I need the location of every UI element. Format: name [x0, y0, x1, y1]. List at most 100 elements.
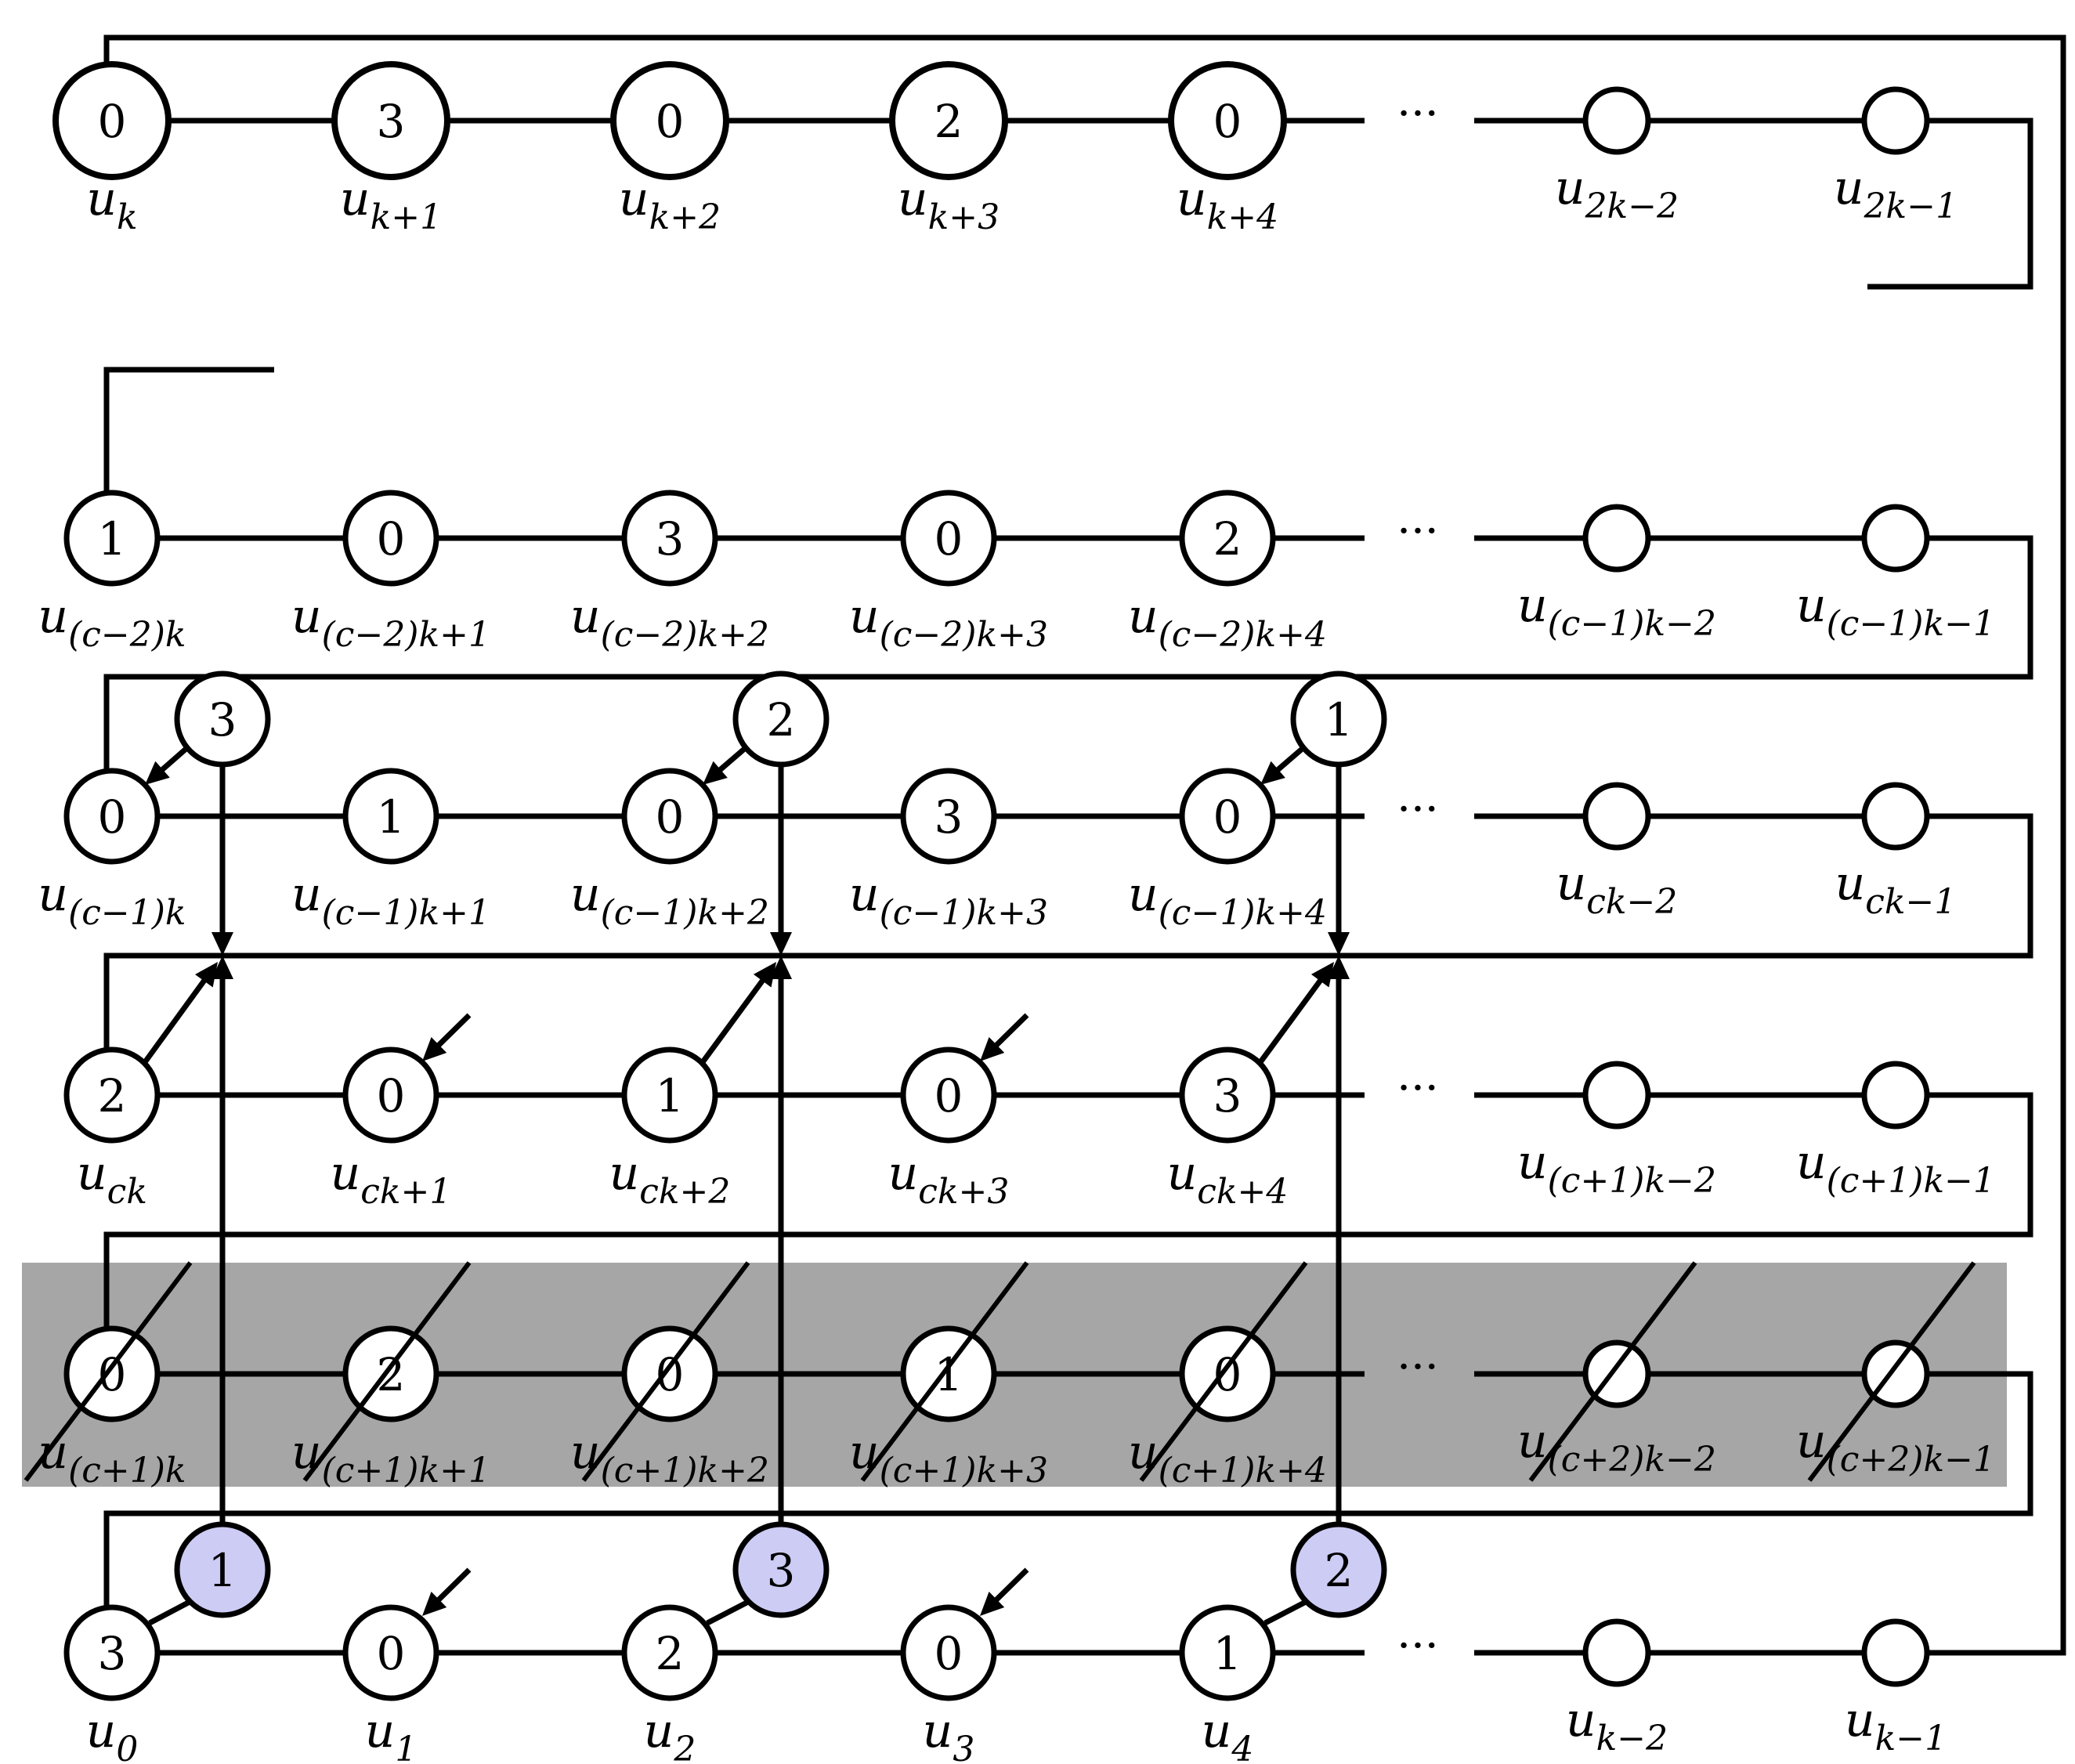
vertex-value: 0 [656, 790, 685, 844]
vertex-label: u1 [365, 1704, 418, 1764]
vertex [1582, 782, 1651, 851]
connector-row-turn [103, 1371, 2033, 1653]
vertex-value: 1 [656, 1069, 685, 1122]
vertex [52, 61, 172, 180]
vertex-label: uk+3 [898, 172, 1000, 237]
vertex-value: 0 [98, 95, 127, 148]
satellite-arrow [157, 743, 192, 775]
vertex-label: uk−1 [1845, 1693, 1947, 1759]
ellipsis: ··· [1397, 89, 1438, 139]
vertex-label: u2 [644, 1704, 696, 1764]
vertex-label: u(c+1)k+1 [291, 1425, 490, 1491]
vertex [1861, 504, 1930, 573]
stub-arrow-head [422, 1036, 447, 1061]
satellite-vertex [174, 671, 271, 768]
vertex [621, 1046, 718, 1144]
vertex-label: u(c−1)k+4 [1128, 867, 1327, 933]
vertex [1582, 504, 1651, 573]
stub-arrow-head [422, 1591, 447, 1616]
vertex-label: uck+3 [888, 1146, 1010, 1212]
vertex [63, 1604, 161, 1701]
vertex-label: u(c−2)k+1 [291, 589, 490, 655]
vertex-label: u(c−1)k [38, 867, 186, 933]
vertex [889, 61, 1008, 180]
vertex-value: 1 [377, 790, 406, 844]
vertex-label: u(c−1)k+1 [291, 867, 490, 933]
vertex-value: 3 [377, 95, 406, 148]
strike-slash [302, 1261, 472, 1482]
connector-row-turn [103, 813, 2033, 1095]
vertex-value: 3 [934, 790, 963, 844]
vertex-label: u2k−2 [1555, 161, 1679, 226]
strike-slash [860, 1261, 1029, 1482]
vertex-label: u(c−2)k+2 [570, 589, 769, 655]
vertex-label: u(c−1)k+2 [570, 867, 769, 933]
vertex-label: u(c+1)k+2 [570, 1425, 769, 1491]
vertex [1582, 1618, 1651, 1687]
strike-layer [23, 1261, 1976, 1482]
vertex [63, 490, 161, 587]
strike-slash [1807, 1261, 1976, 1482]
vertex-label: u(c−2)k [38, 589, 186, 655]
arrow-layer [143, 743, 1350, 1616]
vertex-label: uck+1 [331, 1146, 452, 1212]
vertex-label: uck+4 [1167, 1146, 1289, 1212]
stub-arrow-head [980, 1591, 1005, 1616]
vertex-label: u0 [86, 1704, 139, 1764]
vertex-label: u2k−1 [1834, 161, 1958, 226]
vertex-value: 2 [656, 1627, 685, 1680]
vertex [621, 1604, 718, 1701]
highlighted-satellite-vertex [1290, 1521, 1387, 1618]
vertex-label: u(c+2)k−2 [1517, 1414, 1716, 1480]
vertex-value: 0 [98, 790, 127, 844]
hub-arrow [143, 975, 209, 1065]
down-arrow-head [1328, 932, 1350, 956]
vertex-value: 2 [934, 95, 963, 148]
vertex [610, 61, 729, 180]
vertex [900, 490, 997, 587]
stub-arrow [991, 1567, 1029, 1605]
strike-slash [1528, 1261, 1697, 1482]
vertex-label: u(c+2)k−1 [1796, 1414, 1995, 1480]
vertex-label: uck+2 [609, 1146, 731, 1212]
vertex-value: 0 [1213, 790, 1242, 844]
vertex [1861, 782, 1930, 851]
ellipsis: ··· [1397, 506, 1438, 557]
satellite-link [1263, 1598, 1309, 1626]
vertex [621, 490, 718, 587]
down-arrow-head [770, 932, 792, 956]
vertex-label: uk+4 [1177, 172, 1278, 237]
highlighted-satellite-value: 2 [1325, 1544, 1354, 1597]
vertex [1179, 1604, 1276, 1701]
vertex-label: u(c+1)k−2 [1517, 1135, 1716, 1201]
satellite-vertex [1290, 671, 1387, 768]
hub-arrow [700, 975, 768, 1065]
satellite-arrow-head [1260, 761, 1285, 785]
vertex-value: 0 [934, 512, 963, 566]
vertex-label: u(c−1)k+3 [849, 867, 1048, 933]
vertex [1861, 86, 1930, 155]
vertex-label: uck−1 [1835, 856, 1957, 922]
connector-top-right [1867, 117, 2033, 290]
vertex-label: uk [86, 172, 137, 237]
vertex [1582, 1061, 1651, 1130]
vertex-label: uck [77, 1146, 147, 1212]
highlighted-satellite-vertex [174, 1521, 271, 1618]
vertex-value: 2 [1213, 512, 1242, 566]
vertex [342, 768, 439, 865]
vertex-value: 3 [98, 1627, 127, 1680]
vertex [342, 490, 439, 587]
vertex-value: 0 [656, 95, 685, 148]
satellite-arrow-head [145, 761, 170, 785]
vertex-value: 2 [98, 1069, 127, 1122]
satellite-arrow [1272, 743, 1308, 775]
satellite-arrow [714, 743, 750, 775]
vertex-label: uck−2 [1556, 856, 1678, 922]
vertex [900, 1046, 997, 1144]
vertex [342, 1604, 439, 1701]
up-arrow-head [1328, 956, 1350, 979]
vertex [1582, 86, 1651, 155]
satellite-link [148, 1598, 193, 1626]
